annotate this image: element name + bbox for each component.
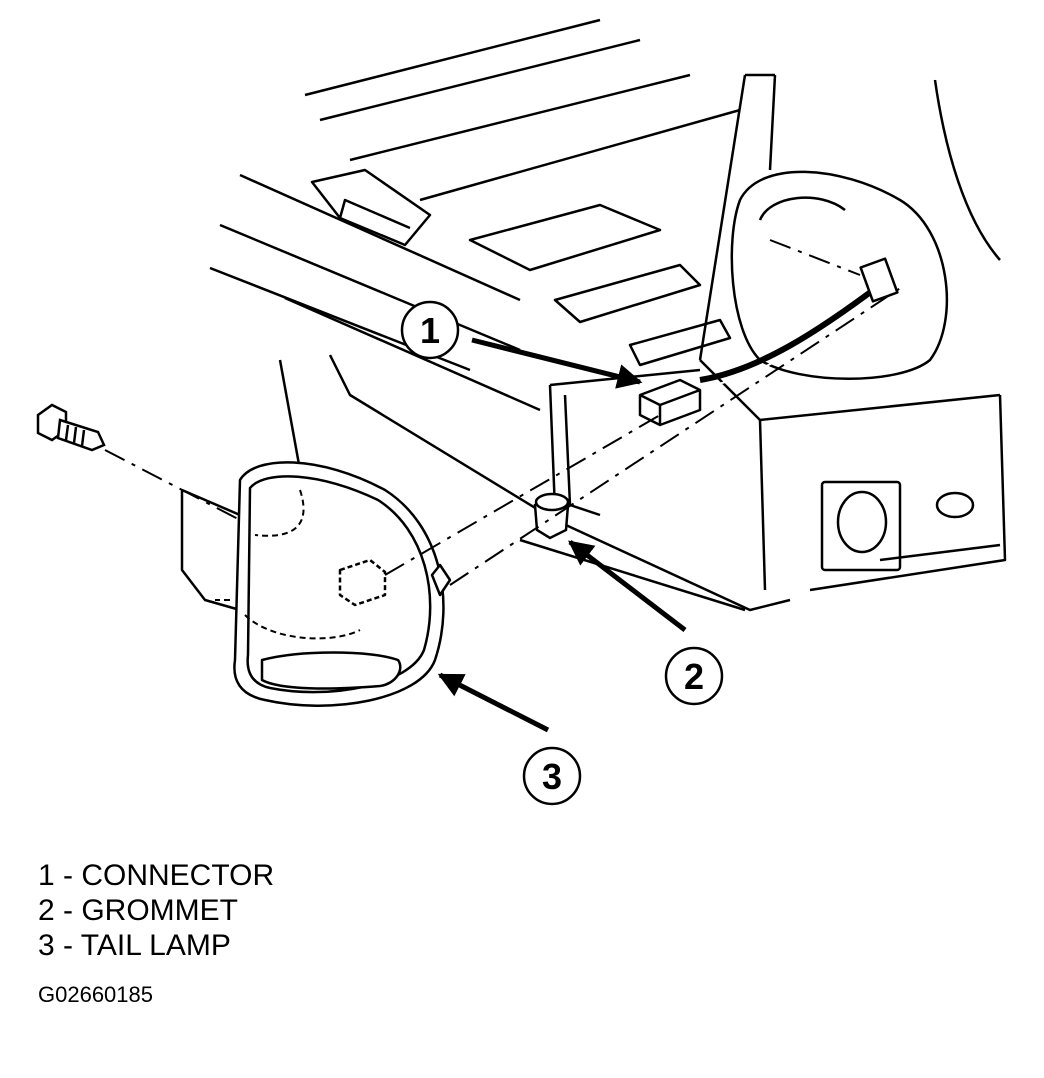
callout-1-number: 1 <box>420 310 440 351</box>
callout-3-arrow <box>437 672 550 733</box>
legend-item-grommet: 2 - GROMMET <box>38 894 238 927</box>
mounting-screw <box>36 403 106 452</box>
callout-3: 3 <box>522 746 582 806</box>
connector-and-harness <box>638 257 899 427</box>
callout-arrows <box>437 337 687 733</box>
legend-item-tail-lamp: 3 - TAIL LAMP <box>38 929 231 962</box>
alignment-lines <box>104 239 906 640</box>
callout-2: 2 <box>664 646 724 706</box>
callout-2-number: 2 <box>684 656 704 697</box>
callout-2-arrow <box>568 540 687 632</box>
legend-item-connector: 1 - CONNECTOR <box>38 859 275 892</box>
tail-lamp-removal-illustration: 1 2 3 <box>36 18 1007 806</box>
callout-1: 1 <box>400 300 460 360</box>
callout-1-arrow <box>471 337 643 389</box>
tail-lamp <box>233 461 452 707</box>
grommet <box>533 492 570 540</box>
figure-id: G02660185 <box>38 982 153 1007</box>
parts-legend: 1 - CONNECTOR 2 - GROMMET 3 - TAIL LAMP <box>38 858 274 963</box>
callout-3-number: 3 <box>542 756 562 797</box>
